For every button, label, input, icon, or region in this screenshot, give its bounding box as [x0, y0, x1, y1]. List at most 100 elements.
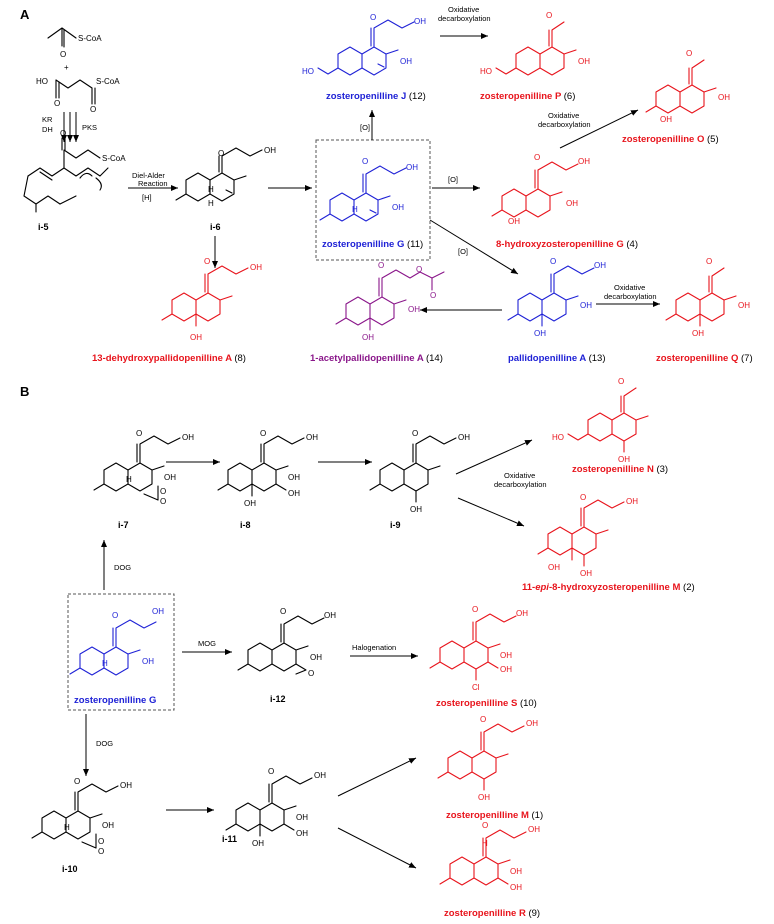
c5-structure [645, 59, 717, 114]
c8-oh-bottom: OH [190, 333, 202, 342]
i9-label: i-9 [390, 520, 401, 530]
i11-oh-1: OH [296, 813, 308, 822]
oxdec-right-label-1: Oxidative [614, 283, 645, 292]
c8-oh-top: OH [250, 263, 262, 272]
cg-name: zosteropenilline G [74, 695, 156, 706]
c11-structure [319, 165, 407, 222]
i5-carbonyl-o: O [60, 129, 66, 138]
c12-o: O [370, 13, 376, 22]
c14-oh-bottom: OH [362, 333, 374, 342]
i12-oh: OH [310, 653, 322, 662]
i11-label: i-11 [222, 834, 237, 844]
i11-oh-top: OH [314, 771, 326, 780]
i5-polyketide-structure [23, 137, 109, 213]
i7-peroxo-o1: O [160, 497, 166, 506]
c7-o: O [706, 257, 712, 266]
cg-o: O [112, 611, 118, 620]
c4-oh: OH [566, 199, 578, 208]
c4-o: O [534, 153, 540, 162]
cg-oh-top: OH [152, 607, 164, 616]
c10-cl: Cl [472, 683, 480, 692]
i6-h: H [208, 185, 214, 194]
c9-oh-1: OH [510, 867, 522, 876]
i12-structure [237, 615, 325, 675]
i12-o: O [280, 607, 286, 616]
arrow-i11-to-9 [337, 827, 417, 869]
c6-name: zosteropenilline P (6) [480, 91, 575, 102]
c1-structure [437, 723, 525, 791]
cg-structure [69, 619, 157, 676]
diels-alder-label-2: Reaction [138, 179, 168, 188]
c5-oh-left: OH [660, 115, 672, 124]
panel-label-a: A [20, 7, 30, 22]
c10-o: O [472, 605, 478, 614]
i10-o: O [74, 777, 80, 786]
c13-o: O [550, 257, 556, 266]
plus-sign: + [64, 63, 69, 72]
c1-oh-top: OH [526, 719, 538, 728]
oxdec-b-label-2: decarboxylation [494, 480, 547, 489]
highlight-box-g-b [67, 593, 175, 711]
c4-oh-left: OH [508, 217, 520, 226]
ox-down-label: [O] [458, 247, 468, 256]
ox-up-label: [O] [360, 123, 370, 132]
i6-oh: OH [264, 146, 276, 155]
c9-oh-top: OH [528, 825, 540, 834]
i8-o: O [260, 429, 266, 438]
c12-structure [317, 19, 415, 76]
i5-label: i-5 [38, 222, 49, 232]
c9-structure [439, 829, 527, 886]
c14-structure [335, 269, 445, 331]
c2-o: O [580, 493, 586, 502]
c1-name: zosteropenilline M (1) [446, 810, 543, 821]
i10-oh: OH [102, 821, 114, 830]
i7-oh: OH [164, 473, 176, 482]
c7-structure [665, 267, 737, 327]
c6-structure [495, 21, 577, 76]
c12-oh: OH [400, 57, 412, 66]
i6-h2: H [208, 199, 214, 208]
arrow-g-to-13 [429, 219, 519, 275]
malonyl-ho: HO [36, 77, 48, 86]
c11-name: zosteropenilline G (11) [322, 239, 423, 250]
malonyl-o-left: O [54, 99, 60, 108]
c2-structure [537, 499, 625, 567]
arrow-i9-to-3 [455, 439, 533, 475]
c11-h: H [352, 205, 358, 214]
kr-label: KR [42, 115, 53, 124]
oxdec-top-label-1: Oxidative [448, 5, 479, 14]
i10-oh-top: OH [120, 781, 132, 790]
c2-oh-1: OH [548, 563, 560, 572]
c13-oh-top: OH [594, 261, 606, 270]
c3-ho: HO [552, 433, 564, 442]
i8-oh-2: OH [288, 489, 300, 498]
ox-right-label: [O] [448, 175, 458, 184]
c3-structure [567, 387, 649, 453]
mog-label: MOG [198, 639, 216, 648]
oxdec-mid-label-2: decarboxylation [538, 120, 591, 129]
c4-structure [491, 161, 579, 218]
c13-oh: OH [580, 301, 592, 310]
c2-oh-2: OH [580, 569, 592, 578]
c14-oh: OH [408, 305, 420, 314]
i8-oh-1: OH [288, 473, 300, 482]
c9-o: O [482, 821, 488, 830]
i10-peroxo-o1: O [98, 837, 104, 846]
i9-oh: OH [410, 505, 422, 514]
diels-alder-label-1: Diel-Alder [132, 171, 165, 180]
c1-o: O [480, 715, 486, 724]
i9-oh-top: OH [458, 433, 470, 442]
c14-name: 1-acetylpallidopenilline A (14) [310, 353, 443, 364]
c9-h: H [482, 839, 488, 848]
i7-structure [93, 435, 181, 501]
i9-structure [369, 435, 457, 503]
c12-oh-top: OH [414, 17, 426, 26]
i8-label: i-8 [240, 520, 251, 530]
c6-oh: OH [578, 57, 590, 66]
i7-o: O [136, 429, 142, 438]
i11-structure [225, 775, 313, 837]
dog-down-label: DOG [96, 739, 113, 748]
c9-name: zosteropenilline R (9) [444, 908, 540, 919]
c7-oh-bottom: OH [692, 329, 704, 338]
i12-epoxide-o: O [308, 669, 314, 678]
